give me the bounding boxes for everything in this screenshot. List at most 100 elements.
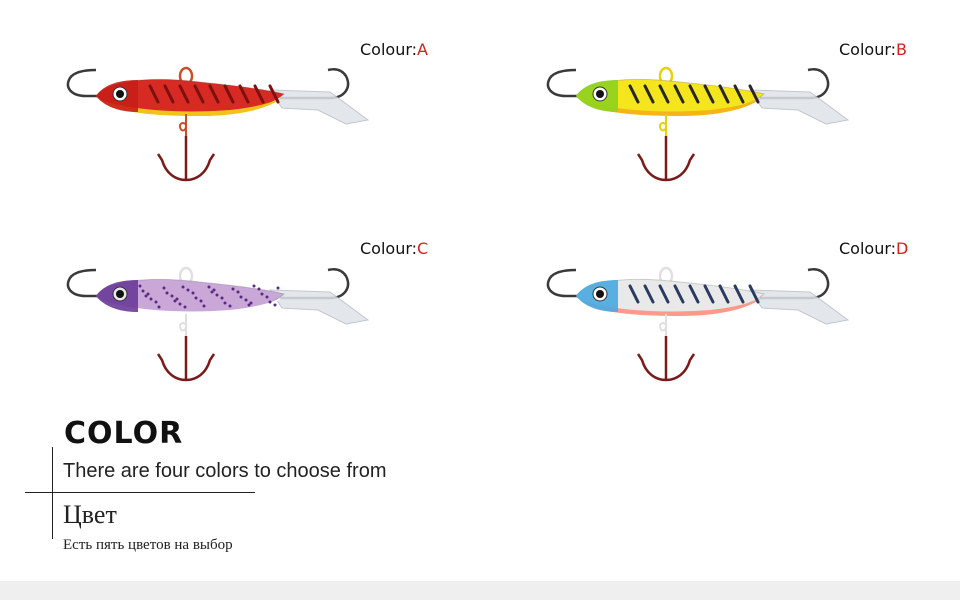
lure-cell-b: Colour:B <box>480 30 960 230</box>
lure-image-a <box>66 66 370 182</box>
lure-image-d <box>546 266 850 382</box>
belly-loop-icon <box>658 314 667 336</box>
colour-label-c: Colour:C <box>360 239 429 258</box>
body-spot <box>231 287 235 291</box>
lure-belly <box>580 298 762 316</box>
body-stripe <box>253 84 265 104</box>
pupil-icon <box>116 90 124 98</box>
body-stripe <box>733 284 745 304</box>
colour-letter-c: C <box>417 239 429 258</box>
body-stripe <box>748 84 760 104</box>
colour-label-d: Colour:D <box>839 239 909 258</box>
body-spot <box>207 285 211 289</box>
tail-fin-icon <box>749 289 850 325</box>
body-stripe <box>148 84 160 104</box>
body-spot <box>141 289 145 293</box>
colour-letter-b: B <box>896 40 908 59</box>
body-spot <box>215 293 219 297</box>
lure-cell-a: Colour:A <box>0 30 480 230</box>
body-spot <box>265 295 269 299</box>
body-stripe <box>658 284 670 304</box>
body-stripe <box>748 284 760 304</box>
treble-hook-icon <box>156 136 216 182</box>
body-spot <box>165 291 169 295</box>
body-stripe <box>643 84 655 104</box>
footer-band <box>0 581 960 600</box>
pupil-icon <box>596 290 604 298</box>
body-spot <box>249 301 253 305</box>
treble-hook-icon <box>636 336 696 382</box>
body-spot <box>154 300 158 304</box>
body-spot <box>181 285 185 289</box>
tail-fin-icon <box>269 89 370 125</box>
body-spot <box>199 299 203 303</box>
body-spot <box>239 295 243 299</box>
body-spot <box>162 286 166 290</box>
body-spot <box>194 296 198 300</box>
tail-fin-icon <box>749 89 850 125</box>
belly-loop-icon <box>658 114 667 136</box>
body-spot <box>257 287 261 291</box>
body-stripe <box>718 284 730 304</box>
body-spot <box>144 294 148 298</box>
body-stripe <box>208 84 220 104</box>
body-spot <box>223 301 227 305</box>
body-spot <box>178 302 182 306</box>
section-heading-ru: Цвет <box>63 500 117 529</box>
divider-horizontal <box>25 492 255 493</box>
front-hook-icon <box>66 68 118 98</box>
body-stripe <box>703 84 715 104</box>
body-spot <box>276 286 280 290</box>
body-spot <box>244 298 248 302</box>
body-stripe <box>673 84 685 104</box>
body-stripe <box>238 84 250 104</box>
body-stripe <box>703 284 715 304</box>
body-stripe <box>178 84 190 104</box>
body-spot <box>220 296 224 300</box>
colour-letter-a: A <box>417 40 428 59</box>
body-spot <box>146 292 150 296</box>
lure-cell-c: Colour:C <box>0 230 480 430</box>
body-stripe <box>193 84 205 104</box>
treble-hook-icon <box>636 136 696 182</box>
body-spot <box>212 288 216 292</box>
body-spot <box>175 297 179 301</box>
pupil-icon <box>596 90 604 98</box>
section-heading: COLOR <box>64 416 184 451</box>
body-spot <box>157 305 161 309</box>
body-spot <box>260 292 264 296</box>
treble-hook-icon <box>156 336 216 382</box>
body-spot <box>173 299 177 303</box>
colour-label-b: Colour:B <box>839 40 908 59</box>
tail-fin-icon <box>269 289 370 325</box>
body-spot <box>149 297 153 301</box>
section-subtitle: There are four colors to choose from <box>63 460 387 482</box>
body-spot <box>170 294 174 298</box>
lure-belly <box>100 98 282 116</box>
body-stripe <box>733 84 745 104</box>
body-stripe <box>688 84 700 104</box>
section-subtitle-ru: Есть пять цветов на выбор <box>63 537 233 553</box>
body-spot <box>210 290 214 294</box>
body-spot <box>202 304 206 308</box>
body-spot <box>252 284 256 288</box>
colour-letter-d: D <box>896 239 909 258</box>
pupil-icon <box>116 290 124 298</box>
body-stripe <box>718 84 730 104</box>
body-stripe <box>628 84 640 104</box>
body-spot <box>138 284 142 288</box>
body-stripe <box>163 84 175 104</box>
lure-belly <box>100 298 282 316</box>
belly-loop-icon <box>178 114 187 136</box>
body-stripe <box>268 84 280 104</box>
front-hook-icon <box>546 68 598 98</box>
front-hook-icon <box>546 268 598 298</box>
body-stripe <box>628 284 640 304</box>
body-spot <box>247 303 251 307</box>
body-spot <box>191 291 195 295</box>
lure-image-c <box>66 266 370 382</box>
body-spot <box>228 304 232 308</box>
lure-image-b <box>546 66 850 182</box>
body-stripe <box>673 284 685 304</box>
front-hook-icon <box>66 268 118 298</box>
